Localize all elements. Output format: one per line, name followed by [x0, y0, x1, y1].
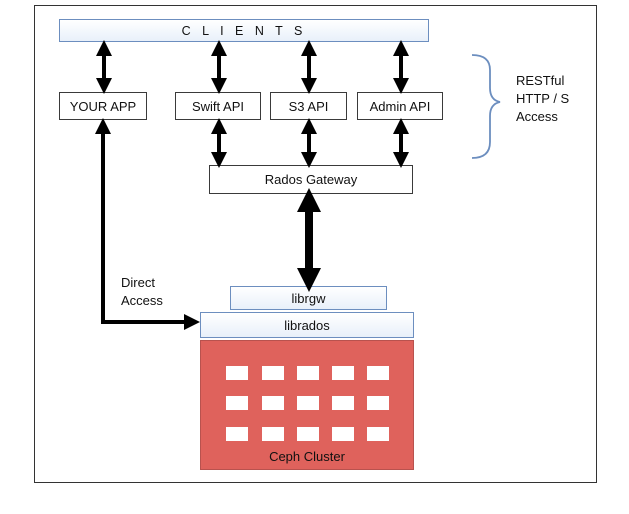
admin-api-label: Admin API: [369, 98, 431, 114]
librgw-label: librgw: [291, 290, 326, 306]
cluster-node: [297, 366, 319, 380]
ceph-cluster: Ceph Cluster: [200, 340, 414, 470]
restful-note: RESTful HTTP / S Access: [516, 72, 569, 126]
cluster-node: [332, 427, 354, 441]
swift-api-label: Swift API: [191, 98, 245, 114]
cluster-node: [332, 366, 354, 380]
cluster-node: [367, 396, 389, 410]
librados-label: librados: [284, 317, 330, 333]
admin-api-box: Admin API: [357, 92, 443, 120]
restful-line-1: RESTful: [516, 73, 565, 88]
restful-line-2: HTTP / S: [516, 91, 570, 106]
direct-access-note: Direct Access: [121, 274, 163, 310]
cluster-node: [367, 427, 389, 441]
cluster-node: [297, 427, 319, 441]
rados-gateway-box: Rados Gateway: [209, 165, 413, 194]
cluster-node: [332, 396, 354, 410]
s3-api-label: S3 API: [288, 98, 329, 114]
cluster-node: [262, 427, 284, 441]
s3-api-box: S3 API: [270, 92, 347, 120]
restful-line-3: Access: [516, 109, 558, 124]
swift-api-box: Swift API: [175, 92, 261, 120]
your-app-label: YOUR APP: [69, 98, 137, 114]
cluster-node: [226, 396, 248, 410]
cluster-node: [226, 427, 248, 441]
direct-line-2: Access: [121, 293, 163, 308]
cluster-node: [262, 396, 284, 410]
ceph-cluster-label: Ceph Cluster: [269, 449, 345, 464]
cluster-node: [226, 366, 248, 380]
cluster-node: [262, 366, 284, 380]
your-app-box: YOUR APP: [59, 92, 147, 120]
rados-gateway-label: Rados Gateway: [264, 172, 358, 187]
direct-line-1: Direct: [121, 275, 155, 290]
cluster-node: [297, 396, 319, 410]
cluster-node: [367, 366, 389, 380]
clients-label: C L I E N T S: [181, 23, 307, 38]
librados-box: librados: [200, 312, 414, 338]
librgw-box: librgw: [230, 286, 387, 310]
clients-box: C L I E N T S: [59, 19, 429, 42]
